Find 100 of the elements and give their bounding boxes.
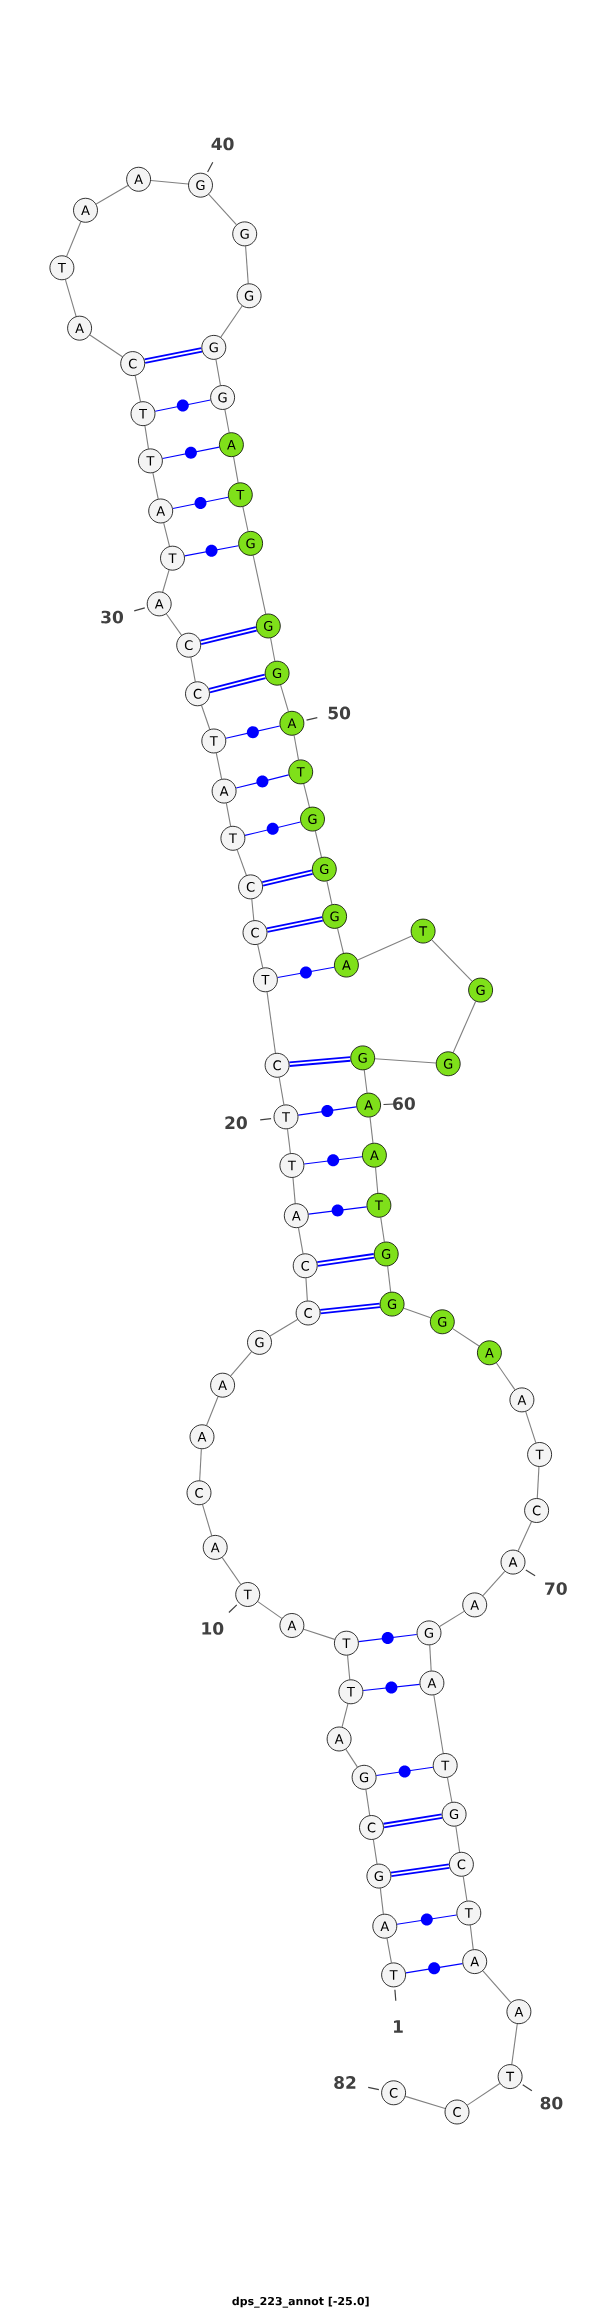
base-pair-line bbox=[277, 966, 335, 979]
backbone-line bbox=[369, 1116, 374, 1144]
backbone-line bbox=[221, 1557, 242, 1585]
backbone-line bbox=[365, 1789, 371, 1816]
backbone-line bbox=[297, 1227, 304, 1255]
backbone-line bbox=[242, 506, 249, 532]
base-pair-line bbox=[199, 626, 258, 645]
position-number: 82 bbox=[334, 2076, 356, 2089]
backbone-line bbox=[225, 802, 232, 827]
backbone-line bbox=[452, 1000, 477, 1053]
backbone-line bbox=[305, 1277, 308, 1302]
backbone-line bbox=[245, 245, 249, 284]
backbone-line bbox=[404, 2095, 446, 2109]
backbone-line bbox=[374, 1167, 379, 1194]
backbone-line bbox=[269, 1318, 299, 1337]
backbone-line bbox=[215, 359, 221, 386]
base-pair-line bbox=[261, 869, 314, 887]
backbone-line bbox=[387, 1265, 392, 1293]
backbone-line bbox=[190, 656, 196, 683]
position-number: 70 bbox=[545, 1582, 567, 1595]
backbone-line bbox=[326, 880, 333, 905]
backbone-line bbox=[292, 1177, 296, 1204]
backbone-line bbox=[517, 1521, 532, 1552]
base-pair-line bbox=[358, 1632, 418, 1645]
backbone-line bbox=[215, 752, 223, 780]
backbone-line bbox=[431, 939, 473, 982]
backbone-line bbox=[266, 991, 276, 1054]
base-pair-line bbox=[225, 725, 281, 739]
base-pair-line bbox=[303, 1154, 363, 1167]
backbone-line bbox=[280, 684, 289, 712]
backbone-line bbox=[303, 1628, 336, 1640]
base-pair-line bbox=[396, 1913, 458, 1926]
backbone-line bbox=[202, 1504, 213, 1537]
base-pair-line bbox=[184, 544, 239, 557]
position-number: 20 bbox=[225, 1116, 247, 1130]
backbone-line bbox=[314, 830, 322, 858]
base-pair-line bbox=[319, 1302, 381, 1315]
base-pair-line bbox=[266, 916, 324, 933]
backbone-line bbox=[439, 1610, 465, 1627]
backbone-line bbox=[270, 637, 276, 662]
backbone-line bbox=[95, 185, 129, 205]
backbone-line bbox=[163, 522, 171, 547]
base-pair-line bbox=[235, 774, 290, 789]
backbone-line bbox=[374, 1058, 437, 1064]
base-pair-line bbox=[308, 1204, 368, 1217]
backbone-line bbox=[206, 1396, 219, 1426]
backbone-line bbox=[152, 472, 159, 500]
base-pair-line bbox=[162, 446, 220, 459]
backbone-line bbox=[208, 193, 237, 226]
backbone-line bbox=[150, 179, 189, 185]
position-number: 10 bbox=[202, 1621, 224, 1635]
base-pair-line bbox=[375, 1765, 434, 1778]
backbone-line bbox=[525, 1411, 537, 1444]
position-number: 40 bbox=[211, 137, 234, 151]
backbone-line bbox=[64, 279, 77, 317]
position-number: 30 bbox=[101, 610, 123, 624]
backbone-line bbox=[252, 554, 267, 615]
position-number: 60 bbox=[393, 1097, 415, 1110]
caption: dps_223_annot [-25.0] bbox=[232, 2296, 369, 2308]
backbone-line bbox=[134, 375, 142, 403]
base-pair-line bbox=[297, 1105, 357, 1117]
backbone-line bbox=[293, 734, 300, 761]
base-pair-line bbox=[316, 1253, 375, 1267]
backbone-line bbox=[278, 1076, 285, 1106]
backbone-line bbox=[89, 334, 123, 358]
position-number: 80 bbox=[540, 2096, 563, 2110]
base-pair-line bbox=[405, 1962, 464, 1975]
backbone-line bbox=[357, 935, 413, 961]
backbone-line bbox=[201, 704, 211, 730]
backbone-line bbox=[144, 425, 150, 450]
backbone-line bbox=[536, 1466, 540, 1499]
backbone-line bbox=[482, 1570, 506, 1597]
backbone-line bbox=[466, 2082, 501, 2106]
backbone-line bbox=[66, 221, 82, 257]
backbone-line bbox=[233, 456, 239, 484]
backbone-line bbox=[165, 613, 183, 636]
position-number: 50 bbox=[328, 706, 351, 720]
backbone-line bbox=[511, 2023, 518, 2065]
backbone-line bbox=[286, 1128, 291, 1154]
backbone-line bbox=[379, 1887, 384, 1915]
backbone-line bbox=[469, 1924, 474, 1950]
base-pair-line bbox=[208, 673, 266, 694]
backbone-line bbox=[199, 1448, 202, 1481]
base-pair-line bbox=[154, 399, 211, 412]
backbone-line bbox=[224, 409, 230, 434]
backbone-line bbox=[482, 1970, 512, 2003]
backbone-line bbox=[403, 1307, 432, 1319]
base-pair-line bbox=[382, 1813, 443, 1829]
backbone-line bbox=[380, 1217, 385, 1243]
backbone-line bbox=[452, 1328, 480, 1347]
backbone-line bbox=[462, 1876, 468, 1902]
backbone-line bbox=[257, 1601, 283, 1619]
backbone-line bbox=[236, 849, 247, 876]
position-number: 1 bbox=[394, 2020, 403, 2033]
base-pair-line bbox=[390, 1863, 451, 1877]
backbone-line bbox=[251, 898, 255, 921]
backbone-line bbox=[303, 783, 311, 808]
backbone-line bbox=[446, 1777, 453, 1803]
backbone-line bbox=[162, 569, 170, 593]
base-pair-line bbox=[288, 1056, 352, 1067]
